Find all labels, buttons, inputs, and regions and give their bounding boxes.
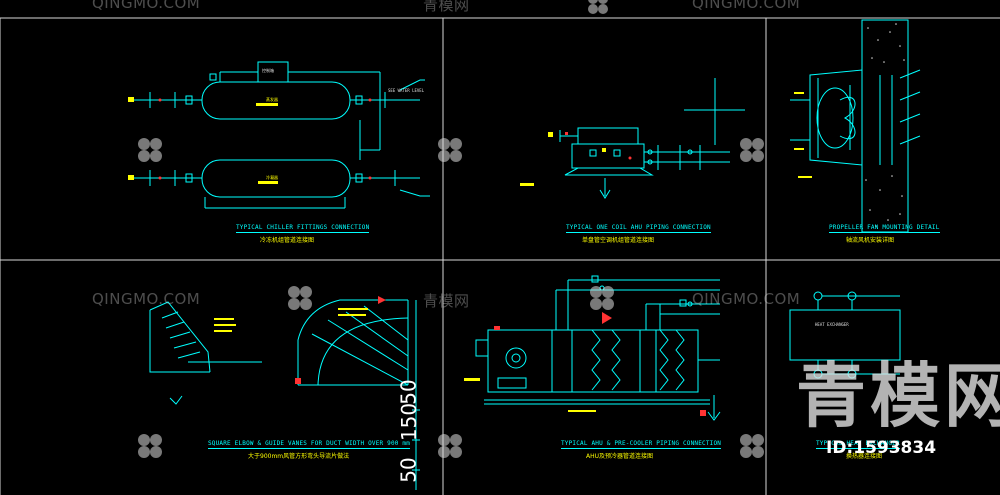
panel-subcaption-chiller: 冷冻机组管道连接图 (260, 237, 315, 244)
ahu-red-marks (565, 132, 632, 160)
ahu-precooler-diagram (475, 275, 721, 421)
chiller-accents (128, 97, 278, 184)
watermark-site-en: QINGMO.COM (692, 290, 801, 308)
chiller-red-marks (158, 98, 372, 180)
ahu-accents (520, 132, 606, 186)
watermark-site-en: QINGMO.COM (692, 0, 801, 12)
propeller-fan-diagram (790, 19, 921, 233)
chiller-control-box-label: 控制箱 (262, 68, 274, 73)
watermark-site-cn: 青模网 (423, 292, 470, 310)
image-id-tag: ID:1593834 (826, 438, 937, 458)
chiller-condenser-label: 冷凝器 (266, 175, 278, 180)
panel-subcaption-square-elbow: 大于900mm风管方形弯头导流片做法 (248, 453, 350, 460)
heat-exchanger-diagram (789, 291, 901, 379)
water-level-label: SEE WATER LEVEL (388, 88, 425, 93)
ahu-precooler-accents (464, 378, 596, 412)
panel-caption-one-coil-ahu: TYPICAL ONE COIL AHU PIPING CONNECTION (566, 224, 711, 233)
one-coil-ahu-diagram (559, 78, 745, 199)
dimension-number: 50 (396, 379, 421, 405)
watermark-site-en: QINGMO.COM (92, 290, 201, 308)
panel-subcaption-one-coil-ahu: 单盘管空调机组管道连接图 (582, 237, 655, 244)
watermark-site-en: QINGMO.COM (92, 0, 201, 12)
panel-subcaption-propeller-fan: 轴流风机安装详图 (846, 237, 895, 244)
panel-caption-heat-exchanger: TYPICAL HEAT EXCHANGER (816, 440, 900, 449)
chiller-diagram (130, 61, 430, 209)
watermark-large-cn: 青模网 (796, 354, 1000, 437)
dimension-number: 150 (397, 402, 422, 442)
fan-accents (794, 92, 812, 178)
elbow-accents (214, 308, 368, 332)
panel-subcaption-ahu-precooler: AHU及预冷器管道连接图 (586, 453, 654, 460)
panel-caption-square-elbow: SQUARE ELBOW & GUIDE VANES FOR DUCT WIDT… (208, 440, 411, 449)
panel-caption-ahu-precooler: TYPICAL AHU & PRE-COOLER PIPING CONNECTI… (561, 440, 722, 449)
wall-hatch (865, 23, 905, 227)
panel-frame (0, 17, 1000, 495)
ahu-precooler-red (494, 312, 706, 416)
panel-caption-chiller: TYPICAL CHILLER FITTINGS CONNECTION (236, 224, 370, 233)
elbow-red-marks (295, 296, 386, 384)
panel-subcaption-heat-exchanger: 换热器连接图 (846, 453, 883, 460)
heat-exchanger-label: HEAT EXCHANGER (815, 322, 849, 327)
chiller-evaporator-label: 蒸发器 (266, 97, 278, 102)
square-elbow-diagram (149, 299, 420, 490)
panel-caption-propeller-fan: PROPELLER FAN MOUNTING DETAIL (829, 224, 940, 233)
watermark-logos (138, 0, 764, 458)
dimension-number: 50 (396, 457, 421, 483)
watermark-site-cn: 青模网 (423, 0, 470, 14)
